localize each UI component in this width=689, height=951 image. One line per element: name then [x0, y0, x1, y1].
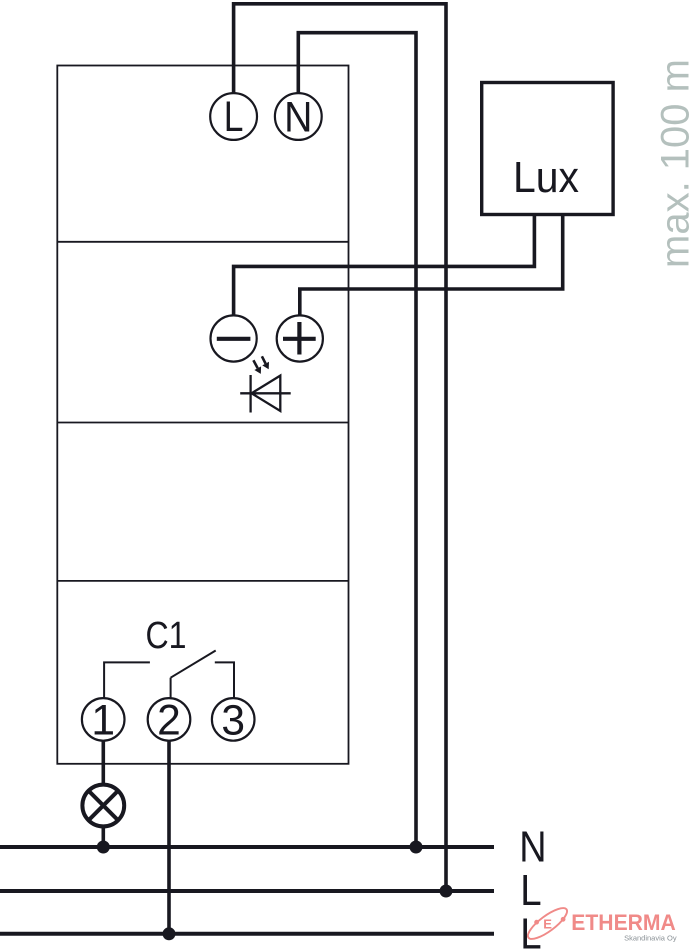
svg-text:L: L [520, 866, 541, 915]
svg-text:1: 1 [91, 697, 115, 744]
svg-text:N: N [519, 822, 546, 871]
svg-text:E: E [543, 917, 552, 932]
svg-text:3: 3 [221, 697, 245, 744]
svg-text:max. 100 m: max. 100 m [654, 59, 689, 268]
svg-text:2: 2 [157, 697, 181, 744]
svg-text:N: N [284, 94, 312, 142]
svg-text:Lux: Lux [513, 153, 579, 202]
svg-text:C1: C1 [146, 615, 187, 657]
svg-text:Skandinavia Oy: Skandinavia Oy [624, 934, 677, 943]
svg-text:ETHERMA: ETHERMA [571, 910, 676, 935]
svg-text:L: L [224, 93, 244, 141]
